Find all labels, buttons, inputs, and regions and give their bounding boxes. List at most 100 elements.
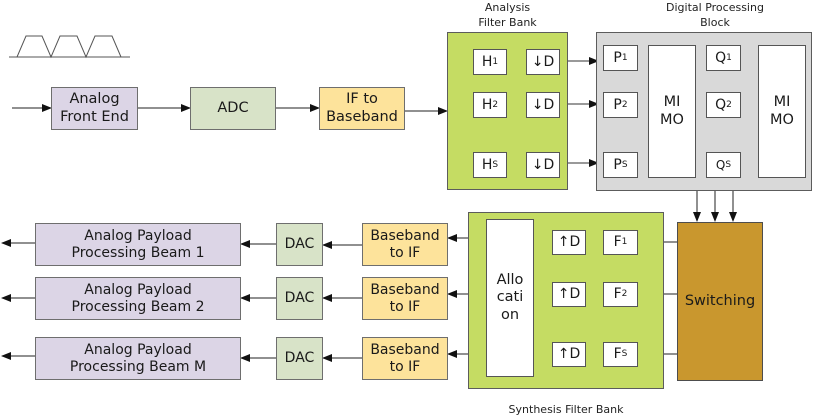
afe-line2: Front End [60, 108, 129, 125]
decimator-1-label: ↓D [531, 53, 555, 70]
payload-1-line1: Analog Payload [84, 227, 192, 244]
interpolator-2: ↑D [552, 282, 586, 307]
dac-m-label: DAC [284, 350, 315, 367]
dac-2-label: DAC [284, 290, 315, 307]
allocation-line1: Allo [496, 271, 524, 288]
analog-payload-beam-2: Analog Payload Processing Beam 2 [35, 277, 241, 320]
digital-processing-title: Digital Processing Block [640, 0, 790, 30]
q2-name: Q [715, 96, 727, 113]
qs-name: Q [715, 157, 726, 172]
mimo-block-2: MI MO [758, 45, 806, 178]
analog-payload-beam-1: Analog Payload Processing Beam 1 [35, 223, 241, 266]
trapezoid-spectrum-icon [9, 35, 130, 59]
ps-sub: S [621, 159, 628, 170]
fs-name: F [613, 346, 622, 363]
allocation-line3: on [500, 306, 520, 323]
p2-name: P [613, 96, 622, 113]
afe-line1: Analog [69, 91, 120, 108]
qs-sub: S [725, 159, 732, 170]
mimo1-line1: MI [663, 94, 681, 111]
payload-m-line2: Processing Beam M [69, 358, 207, 375]
dac-1-label: DAC [284, 236, 315, 253]
switching-block: Switching [677, 222, 763, 381]
analysis-filter-bank-title: Analysis Filter Bank [447, 0, 568, 30]
dac-block-m: DAC [276, 337, 323, 380]
analog-front-end-block: Analog Front End [51, 87, 138, 130]
interpolator-1: ↑D [552, 230, 586, 255]
bb2if-m-line1: Baseband [370, 341, 440, 358]
bb2if-1-line2: to IF [389, 244, 421, 261]
if2bb-line1: IF to [346, 91, 378, 108]
bb2if-1-line1: Baseband [370, 227, 440, 244]
mimo-block-1: MI MO [648, 45, 696, 178]
ps-name: P [613, 156, 622, 173]
dac-block-1: DAC [276, 223, 323, 266]
if2bb-line2: Baseband [326, 108, 398, 125]
dpb-title-line1: Digital Processing [666, 1, 764, 14]
bb2if-2-line2: to IF [389, 298, 421, 315]
mimo1-line2: MO [660, 111, 684, 128]
if-to-baseband-block: IF to Baseband [319, 87, 405, 130]
h2-name: H [481, 96, 493, 113]
adc-label: ADC [217, 99, 249, 116]
dpb-title-line2: Block [700, 16, 730, 29]
q1-name: Q [715, 49, 727, 66]
hs-name: H [481, 156, 493, 173]
afb-title-line2: Filter Bank [478, 16, 537, 29]
interpolator-1-label: ↑D [557, 234, 581, 251]
allocation-line2: cati [496, 289, 524, 306]
decimator-2: ↓D [526, 92, 560, 118]
adc-block: ADC [190, 87, 276, 130]
f2-name: F [613, 286, 622, 303]
switching-label: Switching [684, 292, 756, 309]
bb2if-2-line1: Baseband [370, 281, 440, 298]
decimator-2-label: ↓D [531, 96, 555, 113]
dac-block-2: DAC [276, 277, 323, 320]
q2-sub: 2 [726, 99, 732, 110]
hs-sub: S [492, 159, 499, 170]
payload-2-line2: Processing Beam 2 [71, 298, 205, 315]
bb2if-m-line2: to IF [389, 358, 421, 375]
decimator-s-label: ↓D [531, 156, 555, 173]
analog-payload-beam-m: Analog Payload Processing Beam M [35, 337, 241, 380]
afb-title-line1: Analysis [484, 1, 531, 14]
mimo2-line2: MO [770, 111, 794, 128]
h2-sub: 2 [492, 99, 499, 110]
baseband-to-if-block-1: Baseband to IF [362, 223, 448, 266]
f1-sub: 1 [621, 237, 628, 248]
h1-name: H [481, 53, 493, 70]
payload-2-line1: Analog Payload [84, 281, 192, 298]
p2-sub: 2 [621, 99, 628, 110]
fs-sub: S [621, 349, 628, 360]
decimator-1: ↓D [526, 49, 560, 75]
allocation-block: Allo cati on [486, 219, 534, 377]
payload-1-line2: Processing Beam 1 [71, 244, 205, 261]
h1-sub: 1 [492, 56, 499, 67]
q1-sub: 1 [726, 52, 732, 63]
p1-name: P [613, 49, 622, 66]
decimator-s: ↓D [526, 152, 560, 178]
mimo2-line1: MI [773, 94, 791, 111]
baseband-to-if-block-m: Baseband to IF [362, 337, 448, 380]
interpolator-2-label: ↑D [557, 286, 581, 303]
f2-sub: 2 [621, 289, 628, 300]
p1-sub: 1 [621, 52, 628, 63]
payload-m-line1: Analog Payload [84, 341, 192, 358]
interpolator-s-label: ↑D [557, 346, 581, 363]
interpolator-s: ↑D [552, 342, 586, 367]
f1-name: F [613, 234, 622, 251]
baseband-to-if-block-2: Baseband to IF [362, 277, 448, 320]
